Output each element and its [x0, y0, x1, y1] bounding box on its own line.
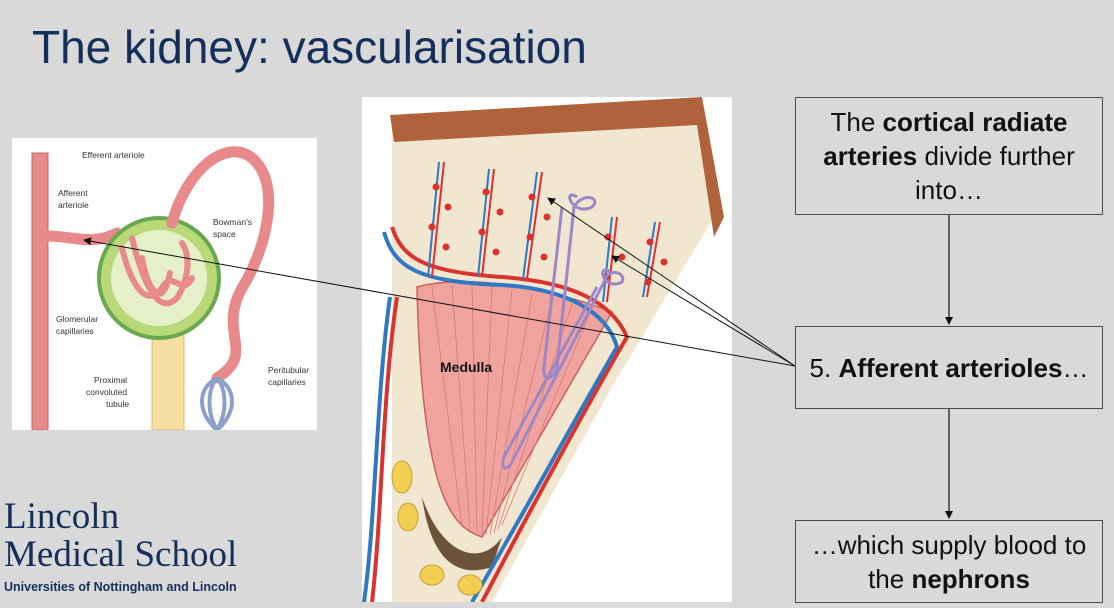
info-box-3-text: …which supply blood to the nephrons — [804, 528, 1094, 596]
nephron-diagram: Efferent arteriole Afferent arteriole Bo… — [12, 138, 317, 432]
proximal-tubule — [151, 332, 185, 431]
box1-bold: cortical radiate arteries — [823, 107, 1068, 171]
afferent-arteriole-vessel — [42, 227, 123, 246]
renal-capsule — [390, 97, 724, 237]
box2-text-b: … — [1062, 352, 1089, 383]
info-box-2-text: 5. Afferent arterioles… — [810, 351, 1089, 385]
logo-line-2: Medical School — [4, 534, 238, 575]
info-box-1-text: The cortical radiate arteries divide fur… — [804, 105, 1094, 207]
label-efferent-arteriole: Efferent arteriole — [82, 150, 145, 160]
logo-line-1: Lincoln — [4, 496, 120, 537]
kidney-section-diagram: Medulla — [362, 97, 732, 604]
info-box-afferent-arterioles: 5. Afferent arterioles… — [795, 326, 1103, 409]
peritubular-capillaries — [200, 376, 234, 432]
label-peritubular: Peritubular — [268, 365, 310, 375]
renal-fat — [391, 460, 483, 596]
box2-text-a: 5. — [809, 352, 839, 383]
box1-text-a: The — [830, 107, 883, 137]
label-capillaries: capillaries — [56, 326, 94, 336]
box3-bold: nephrons — [911, 563, 1030, 594]
kidney-section-illustration — [362, 97, 724, 604]
box1-text-b: divide further into… — [915, 141, 1075, 205]
label-bowmans: Bowman's — [213, 217, 252, 227]
label-glomerular: Glomerular — [56, 314, 99, 324]
label-space: space — [213, 229, 236, 239]
logo-subtitle: Universities of Nottingham and Lincoln — [4, 580, 237, 594]
info-box-nephrons: …which supply blood to the nephrons — [795, 520, 1103, 603]
slide-title: The kidney: vascularisation — [32, 21, 587, 73]
artery — [31, 152, 49, 431]
box3-text-a: …which supply blood to the — [811, 529, 1087, 594]
box2-bold: Afferent arterioles — [838, 352, 1063, 383]
medulla-label: Medulla — [440, 359, 493, 375]
label-afferent: Afferent — [58, 188, 88, 198]
label-tubule: tubule — [106, 399, 130, 409]
info-box-cortical-radiate: The cortical radiate arteries divide fur… — [795, 97, 1103, 215]
label-arteriole: arteriole — [58, 200, 89, 210]
label-convoluted: convoluted — [86, 387, 128, 397]
renal-papilla — [422, 497, 502, 571]
school-logo: Lincoln Medical School Universities of N… — [4, 496, 238, 595]
label-proximal: Proximal — [94, 375, 128, 385]
label-peritubular-capillaries: capillaries — [268, 377, 306, 387]
